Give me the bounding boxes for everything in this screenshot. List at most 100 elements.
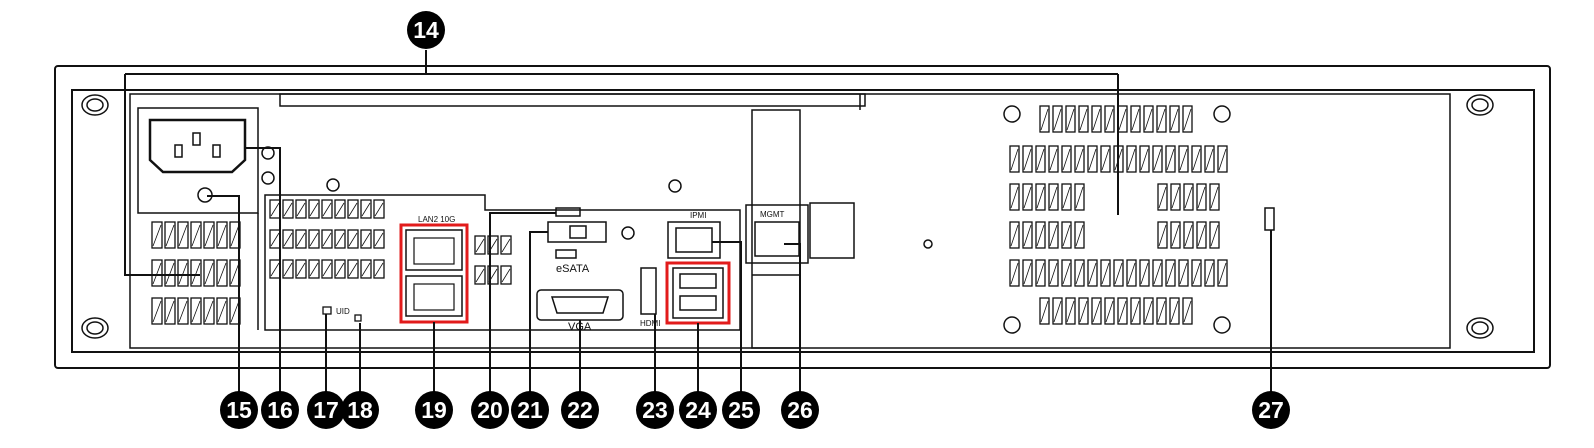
vent-slot [321,229,333,249]
chassis-inner [71,89,1535,353]
uid-label: UID [336,307,350,316]
vent-hatch [1036,262,1045,285]
screw-icon [1213,105,1231,123]
vent-hatch [1184,224,1193,247]
vent-slot [1152,145,1163,173]
vent-hatch [1105,108,1114,131]
vent-hatch [217,300,227,323]
vent-hatch [1127,262,1136,285]
vent-hatch [204,300,214,323]
callout-27: 27 [1252,391,1290,429]
vent-hatch [270,262,280,277]
vent-hatch [178,262,188,285]
vent-slot [151,259,163,287]
vent-slot [360,259,372,279]
vent-slot [1183,221,1194,249]
vent-hatch [1153,148,1162,171]
vent-hatch [1062,148,1071,171]
vent-slot [1009,221,1020,249]
vga-port [536,289,624,321]
vent-hatch [1023,224,1032,247]
vent-slot [308,229,320,249]
vent-hatch [361,232,371,247]
vent-slot [1204,259,1215,287]
vent-slot [1152,259,1163,287]
vent-hatch [1144,300,1153,323]
vent-hatch [501,238,511,253]
callout-16: 16 [261,391,299,429]
mgmt-card [745,109,855,349]
vent-hatch [1171,224,1180,247]
vent-slot [474,265,486,285]
vent-slot [334,259,346,279]
vent-hatch [1105,300,1114,323]
vent-slot [1178,145,1189,173]
esata-bracket [555,249,577,259]
vent-hatch [335,232,345,247]
status-indicator [1264,207,1275,231]
vent-hatch [322,202,332,217]
callout-number: 19 [421,397,447,423]
vent-hatch [1101,148,1110,171]
vent-hatch [1040,108,1049,131]
vent-slot [308,199,320,219]
vent-slot [334,199,346,219]
leader-lines [124,50,1272,395]
vent-hatch [1062,186,1071,209]
io-panel-outline [264,194,741,331]
vent-hatch [1127,148,1136,171]
vent-slot [1165,259,1176,287]
vent-slot [1139,259,1150,287]
vent-slot [1104,297,1115,325]
vent-slot [1191,145,1202,173]
vent-hatch [1079,300,1088,323]
esata-label: eSATA [556,263,590,275]
psu-vent-grid [151,221,241,325]
rack-hole-icon [1466,94,1494,116]
vent-hatch [1183,300,1192,323]
lan-highlight [399,223,469,324]
vent-hatch [1140,148,1149,171]
vent-slot [216,297,228,325]
rj45-icon [413,283,455,311]
vent-slot [373,259,385,279]
vent-hatch [230,300,240,323]
rack-hole-icon [86,321,104,335]
vent-slot [1170,221,1181,249]
vent-slot [1156,297,1167,325]
vent-slot [164,259,176,287]
vent-slot [1143,297,1154,325]
vent-hatch [1218,148,1227,171]
vent-slot [373,199,385,219]
blank-plate [809,202,855,259]
callout-23: 23 [636,391,674,429]
callout-15: 15 [220,391,258,429]
vga-connector-icon [550,296,610,314]
vent-slot [1078,297,1089,325]
vent-slot [1113,259,1124,287]
callout-number: 26 [787,397,813,423]
callout-badge-circle [220,391,258,429]
vent-slot [1061,145,1072,173]
vent-hatch [1205,148,1214,171]
vent-slot [1074,183,1085,211]
callout-badge-circle [781,391,819,429]
ac-power-inlet [148,118,247,174]
vent-hatch [165,224,175,247]
vent-slot [1091,105,1102,133]
vent-slot [1157,183,1168,211]
vent-hatch [1036,186,1045,209]
callout-22: 22 [561,391,599,429]
hdmi-label: HDMI [640,319,660,328]
vent-hatch [1197,224,1206,247]
vent-hatch [309,232,319,247]
callout-25: 25 [722,391,760,429]
vent-hatch [348,232,358,247]
vent-hatch [1075,186,1084,209]
vent-slot [1009,145,1020,173]
callout-badge-circle [679,391,717,429]
vent-slot [1061,221,1072,249]
